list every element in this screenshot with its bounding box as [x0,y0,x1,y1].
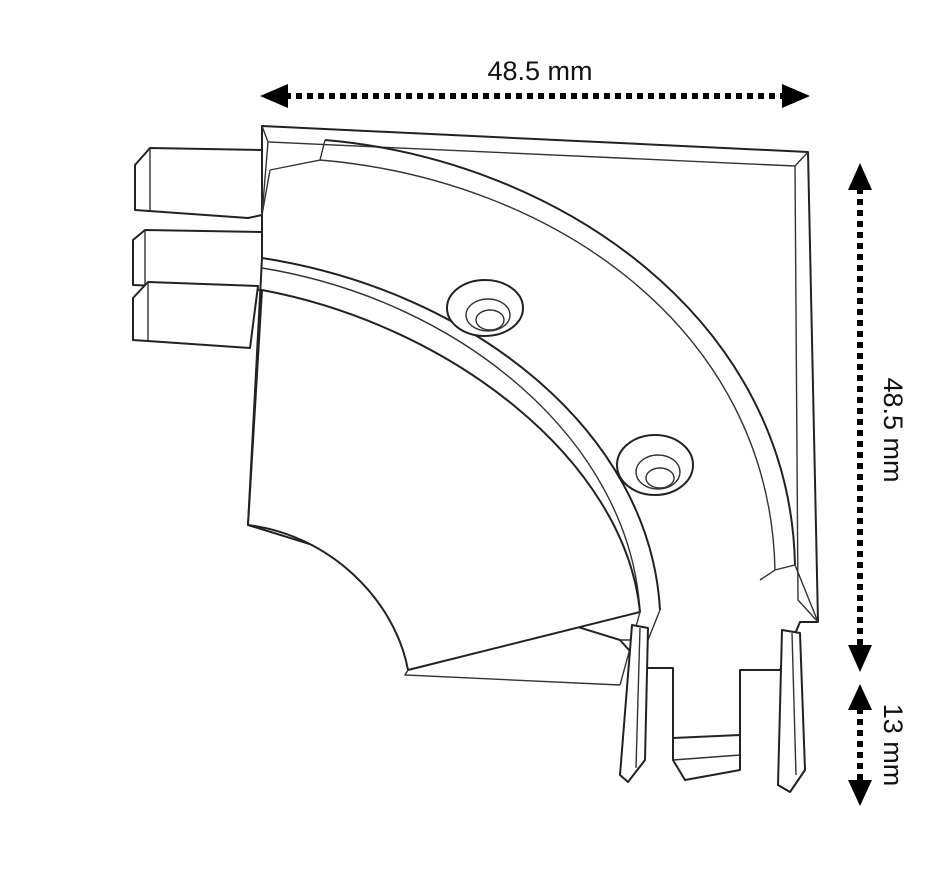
height-dimension-arrow [848,163,872,672]
screw-hole [446,279,524,337]
clip-depth-label: 13 mm [878,704,908,787]
height-label: 48.5 mm [878,377,908,482]
clip-depth-dimension-arrow [848,684,872,806]
width-dimension-arrow [260,84,810,108]
corner-body [247,125,819,761]
bottom-clips [619,624,806,793]
screw-hole [616,434,694,496]
width-label: 48.5 mm [487,56,592,86]
left-tabs [132,147,263,349]
